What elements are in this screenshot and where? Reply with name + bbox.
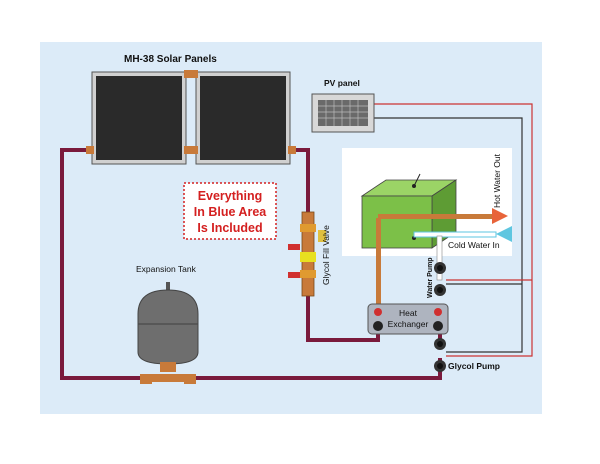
glycol-fill-valve-label: Glycol Fill Valve xyxy=(321,225,331,285)
pv-panel-label: PV panel xyxy=(324,78,360,88)
panel-coupling xyxy=(184,70,198,78)
solar-panels xyxy=(86,70,296,165)
tank-return-pipe xyxy=(436,235,443,281)
water-pump xyxy=(434,262,446,296)
pv-wiring xyxy=(374,103,533,357)
glycol-pump xyxy=(434,338,446,372)
solar-panels-label: MH-38 Solar Panels xyxy=(124,54,217,65)
callout-line-2: In Blue Area xyxy=(194,205,268,219)
water-pump-label: Water Pump xyxy=(427,257,434,298)
cold-water-in-label: Cold Water In xyxy=(448,240,500,250)
glycol-fill-valve xyxy=(288,211,326,297)
pv-panel xyxy=(311,93,375,133)
callout-line-1: Everything xyxy=(198,189,263,203)
heat-exchanger-label-1: Heat xyxy=(399,308,418,318)
expansion-tank-label: Expansion Tank xyxy=(136,264,197,274)
hot-water-out-pipe xyxy=(378,208,508,224)
panel-coupling xyxy=(86,146,94,154)
callout-box xyxy=(183,182,277,240)
expansion-tank xyxy=(137,282,199,384)
glycol-pump-label: Glycol Pump xyxy=(448,361,500,371)
hot-water-out-label: Hot Water Out xyxy=(492,153,502,208)
panel-coupling xyxy=(184,146,198,154)
solar-panel-right xyxy=(195,71,291,165)
panel-coupling xyxy=(288,146,296,154)
tank-feed-pipe xyxy=(376,218,381,310)
heat-exchanger xyxy=(367,303,449,335)
callout-line-3: Is Included xyxy=(197,221,262,235)
hot-water-arrow-icon xyxy=(492,208,508,224)
solar-panel-left xyxy=(91,71,187,165)
cold-water-arrow-icon xyxy=(496,226,512,242)
heat-exchanger-label-2: Exchanger xyxy=(388,319,429,329)
cold-water-in-pipe xyxy=(413,226,512,242)
